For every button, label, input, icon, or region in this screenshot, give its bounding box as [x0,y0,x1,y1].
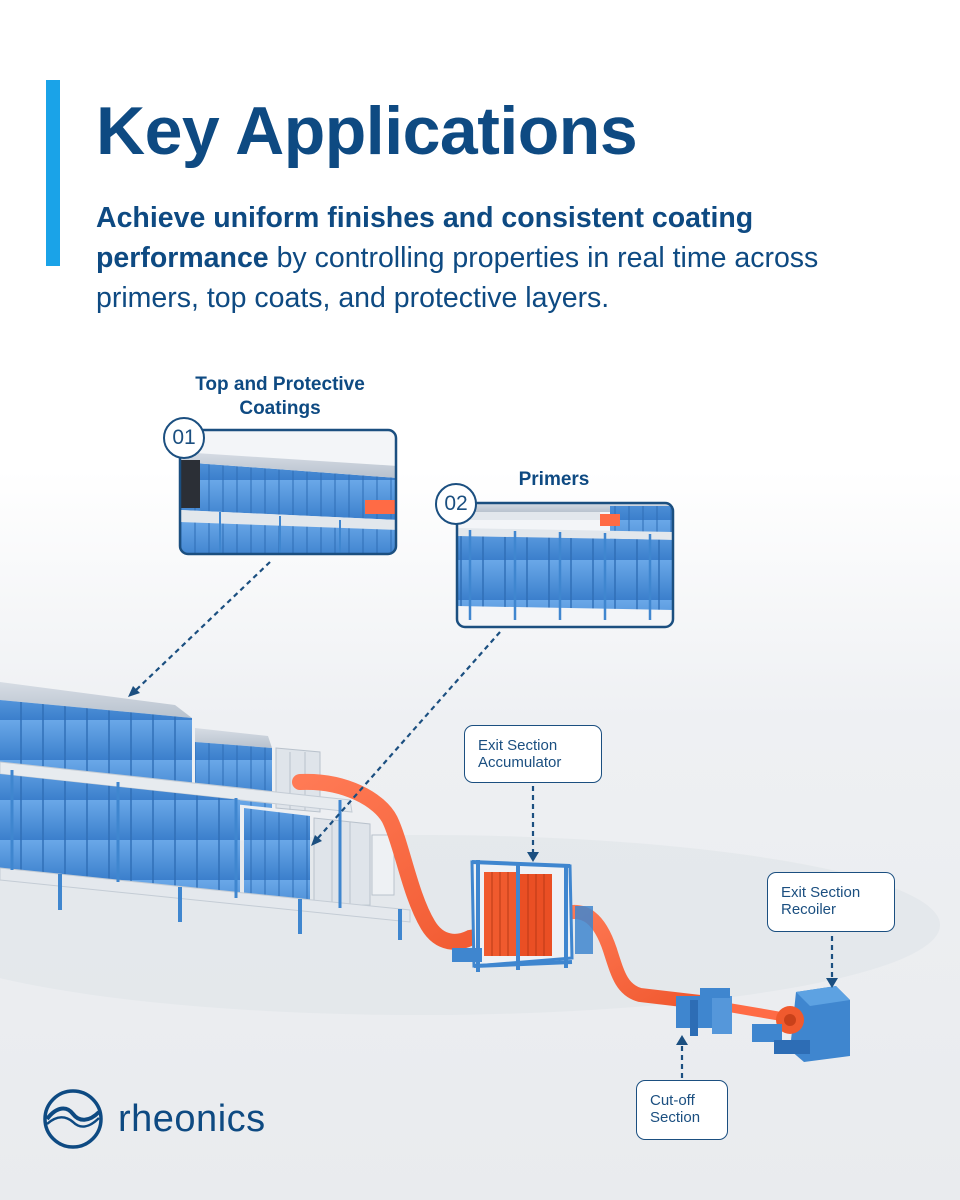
callout-cutoff-line1: Cut-off [650,1092,695,1109]
inset-2-title: Primers [518,469,590,490]
leader-lines [135,561,834,1078]
lower-coater-box [313,817,371,907]
inset-1-title-line2: Coatings [239,398,321,419]
inset-2-number-badge: 02 [435,483,477,525]
strip-oven-exit [292,773,528,950]
callout-recoiler-line2: Recoiler [781,901,837,918]
callout-cutoff-section: Cut-off Section [636,1080,728,1140]
page-subtitle: Achieve uniform finishes and consistent … [96,198,876,318]
leader-arrowheads [128,686,838,1045]
callout-accumulator-line1: Exit Section [478,737,558,754]
upper-platform [0,761,353,813]
base-platform [0,867,411,923]
brand-name: rheonics [118,1097,266,1140]
callout-exit-accumulator: Exit Section Accumulator [464,725,602,783]
callout-recoiler-line1: Exit Section [781,884,861,901]
oven-line [0,682,411,940]
brand-logo: rheonics [42,1088,266,1150]
callout-cutoff-line2: Section [650,1109,701,1126]
inset-1-title-line1: Top and Protective [195,374,365,395]
lower-oven-module [244,808,310,905]
accumulator-tower [452,860,593,972]
inset-primers [455,501,675,629]
callout-exit-recoiler: Exit Section Recoiler [767,872,895,932]
inset-1-title: Top and Protective Coatings [160,373,400,421]
subtitle-rest: by controlling properties in real time a… [96,242,819,314]
inset-top-coatings [178,428,398,556]
recoiler [752,986,850,1062]
cutoff-station [676,988,732,1036]
page-title: Key Applications [96,93,638,169]
inset-1-number-badge: 01 [163,417,205,459]
subtitle-bold: Achieve uniform finishes and consistent … [96,202,754,274]
accent-bar [46,80,60,266]
rheonics-logo-icon [43,1089,103,1149]
upper-oven-roof [0,682,192,718]
callout-accumulator-line2: Accumulator [478,754,562,771]
lower-oven-face [0,774,240,900]
